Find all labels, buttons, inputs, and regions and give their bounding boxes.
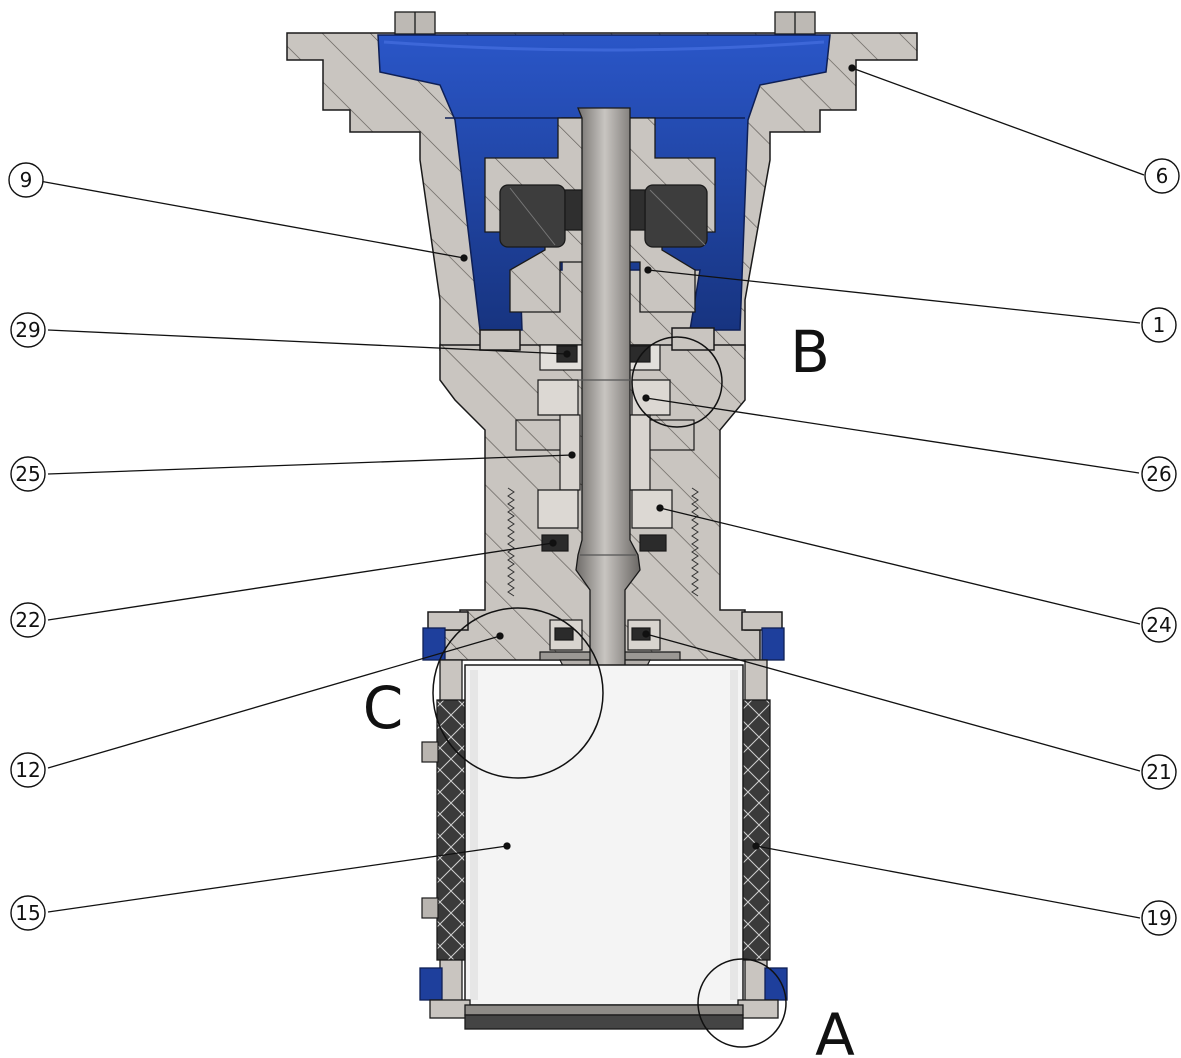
svg-text:22: 22 bbox=[15, 608, 40, 632]
callout-6: 6 bbox=[1144, 158, 1180, 194]
bottom-flange-left bbox=[419, 967, 471, 1019]
detail-circle-a bbox=[697, 958, 787, 1048]
callout-12: 12 bbox=[10, 752, 46, 788]
rubber-sleeve-left bbox=[436, 699, 466, 961]
detail-circle-b bbox=[631, 336, 723, 428]
flange-blue-left bbox=[422, 627, 446, 661]
svg-text:19: 19 bbox=[1146, 906, 1171, 930]
svg-text:26: 26 bbox=[1146, 462, 1171, 486]
svg-text:24: 24 bbox=[1146, 613, 1171, 637]
callout-21: 21 bbox=[1141, 754, 1177, 790]
detail-label-c: C bbox=[363, 674, 404, 742]
detail-label-b: B bbox=[790, 318, 830, 386]
callout-15: 15 bbox=[10, 895, 46, 931]
svg-text:12: 12 bbox=[15, 758, 40, 782]
top-bolt-left bbox=[394, 11, 436, 35]
neck-thread-left bbox=[507, 487, 515, 597]
svg-text:6: 6 bbox=[1156, 164, 1169, 188]
callout-25: 25 bbox=[10, 456, 46, 492]
callout-26: 26 bbox=[1141, 456, 1177, 492]
side-screw-upper bbox=[421, 741, 439, 763]
callout-1: 1 bbox=[1141, 307, 1177, 343]
svg-text:15: 15 bbox=[15, 901, 40, 925]
rubber-sleeve-right bbox=[741, 699, 771, 961]
callout-29: 29 bbox=[10, 312, 46, 348]
bottom-flange-right bbox=[737, 967, 788, 1019]
lower-body-flange bbox=[427, 611, 783, 631]
leader-lines bbox=[33, 64, 1145, 919]
neck-thread-right bbox=[691, 487, 699, 597]
top-bolt-right bbox=[774, 11, 816, 35]
cylinder-liner bbox=[464, 664, 744, 1006]
flange-blue-right bbox=[761, 627, 785, 661]
svg-text:21: 21 bbox=[1146, 760, 1171, 784]
callout-9: 9 bbox=[8, 162, 44, 198]
svg-text:25: 25 bbox=[15, 462, 40, 486]
svg-text:1: 1 bbox=[1153, 313, 1166, 337]
svg-text:9: 9 bbox=[20, 168, 33, 192]
side-screw-lower bbox=[421, 897, 439, 919]
svg-text:29: 29 bbox=[15, 318, 40, 342]
callout-24: 24 bbox=[1141, 607, 1177, 643]
detail-label-a: A bbox=[815, 1001, 855, 1058]
detail-circle-c bbox=[432, 607, 604, 779]
callout-19: 19 bbox=[1141, 900, 1177, 936]
bearing-lower bbox=[537, 489, 673, 552]
bottom-ring bbox=[464, 1004, 744, 1030]
callout-22: 22 bbox=[10, 602, 46, 638]
